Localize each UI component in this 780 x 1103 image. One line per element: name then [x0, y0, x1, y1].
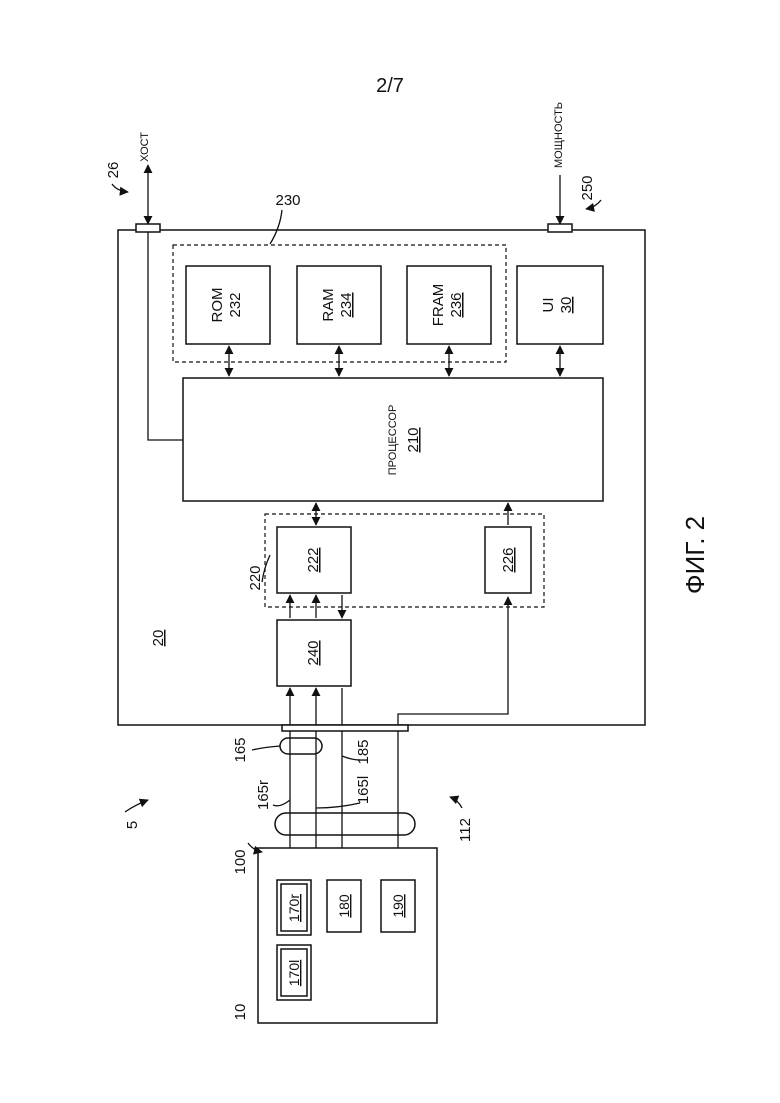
ram-label: RAM [320, 288, 337, 321]
sensor-170l-ref: 170l [286, 960, 302, 986]
ref-system-5: 5 [124, 821, 141, 829]
wire-165r-leader [273, 800, 290, 806]
host-port [136, 224, 160, 232]
fram-label: FRAM [430, 284, 447, 327]
ref-host-26: 26 [105, 162, 122, 179]
ram-ref: 234 [338, 292, 355, 317]
system-ref-arrow [125, 800, 148, 812]
block-190-ref: 190 [390, 894, 406, 918]
processor-ref: 210 [405, 427, 422, 452]
wire-165l-leader [316, 803, 360, 808]
processor-label: ПРОЦЕССОР [387, 405, 399, 476]
ref-memory-230: 230 [275, 192, 300, 209]
cable-ref-arrow [450, 797, 462, 808]
rom-label: ROM [209, 288, 226, 323]
host-ref-arrow [112, 184, 128, 192]
sensor-170r-ref: 170r [286, 894, 302, 922]
ref-component-10: 10 [232, 1004, 249, 1021]
fram-ref: 236 [448, 292, 465, 317]
connector-165-leader [252, 746, 280, 750]
block-180-ref: 180 [336, 894, 352, 918]
ui-ref: 30 [558, 297, 575, 314]
ref-device-20: 20 [150, 630, 167, 647]
ref-interface-220: 220 [247, 565, 264, 590]
ref-component-100: 100 [232, 849, 249, 874]
page-number: 2/7 [376, 75, 404, 97]
figure-caption: ФИГ. 2 [680, 516, 710, 594]
power-label: МОЩНОСТЬ [553, 102, 565, 168]
host-label: ХОСТ [139, 132, 151, 162]
ref-wire-185: 185 [355, 739, 372, 764]
power-port [548, 224, 572, 232]
edge-connector [282, 725, 408, 731]
ui-label: UI [540, 298, 557, 313]
cable-112 [275, 813, 415, 835]
block-240-ref: 240 [305, 640, 322, 665]
ref-wire-165r: 165r [255, 780, 272, 810]
block-226-ref: 226 [500, 547, 517, 572]
rom-ref: 232 [227, 292, 244, 317]
block-222-ref: 222 [305, 547, 322, 572]
ref-wire-165l: 165l [355, 776, 372, 804]
ref-power-250: 250 [579, 175, 596, 200]
ref-connector-165: 165 [232, 737, 249, 762]
ref-cable-112: 112 [457, 818, 474, 842]
